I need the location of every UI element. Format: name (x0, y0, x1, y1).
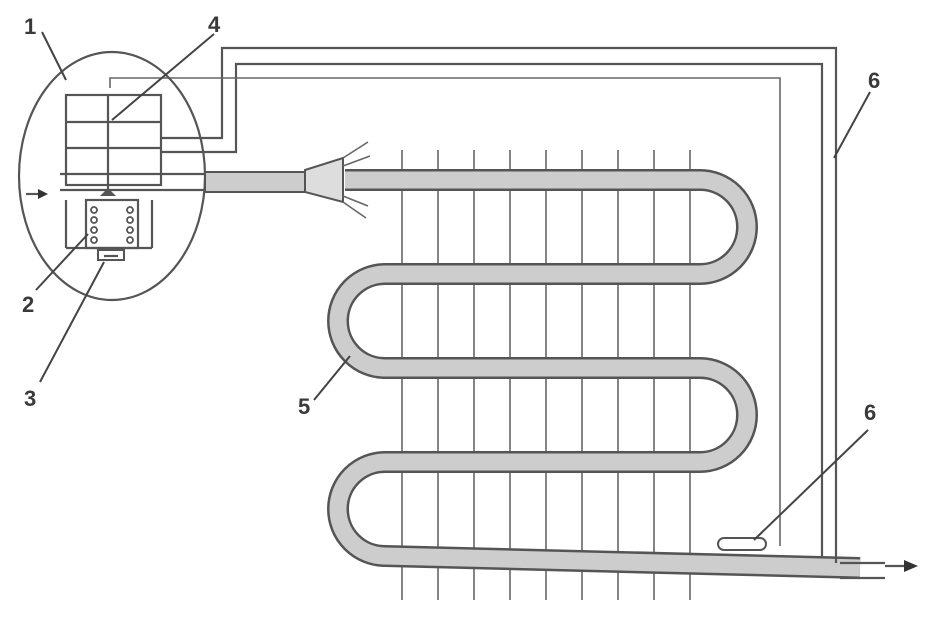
leader-2 (35, 233, 89, 291)
nozzle-spray (342, 155, 371, 167)
sensing-bulb (717, 537, 767, 551)
leader-1 (41, 31, 67, 81)
nozzle-spray (342, 195, 369, 207)
sensing-tube-outer (160, 46, 838, 563)
leader-6b (753, 429, 869, 541)
capillary-tube (109, 77, 781, 546)
valve-detail-ellipse (17, 50, 207, 302)
inlet-pipe (204, 171, 306, 193)
label-5: 5 (298, 394, 310, 419)
outlet-arrow-head (904, 560, 918, 572)
nozzle-spray (342, 141, 369, 159)
leader-6a (833, 91, 871, 159)
valve-needle (100, 188, 116, 196)
inlet-arrow-head (38, 189, 48, 199)
label-4: 4 (208, 12, 221, 37)
sensing-tube-inner (160, 62, 824, 556)
label-6-top: 6 (868, 68, 880, 93)
valve-spring-chamber (64, 198, 154, 250)
leader-5 (313, 355, 351, 401)
label-3: 3 (24, 386, 36, 411)
evaporator-coil (329, 171, 861, 577)
nozzle-spray (342, 201, 367, 219)
label-6-bottom: 6 (864, 400, 876, 425)
leader-3 (39, 261, 105, 383)
valve-body (64, 93, 163, 195)
label-1: 1 (24, 14, 36, 39)
leader-4 (111, 33, 215, 121)
nozzle (304, 156, 344, 204)
valve-spring (90, 206, 134, 244)
label-2: 2 (22, 292, 34, 317)
